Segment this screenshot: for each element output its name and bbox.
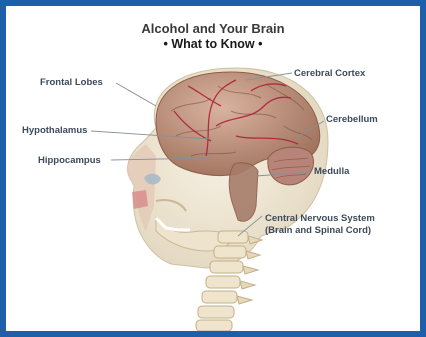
label-cns-line2: (Brain and Spinal Cord): [265, 225, 371, 236]
label-hippocampus: Hippocampus: [38, 155, 101, 166]
leader-frontal-lobes: [116, 83, 156, 106]
page-title: Alcohol and Your Brain: [6, 21, 420, 36]
label-medulla: Medulla: [314, 166, 349, 177]
label-cerebellum: Cerebellum: [326, 114, 378, 125]
label-cerebral-cortex: Cerebral Cortex: [294, 68, 365, 79]
brain-anatomy-illustration: [6, 6, 420, 331]
label-frontal-lobes: Frontal Lobes: [40, 77, 103, 88]
label-hypothalamus: Hypothalamus: [22, 125, 87, 136]
page-subtitle: • What to Know •: [6, 37, 420, 51]
nose-cavity: [132, 190, 148, 209]
label-cns-line1: Central Nervous System: [265, 213, 375, 224]
